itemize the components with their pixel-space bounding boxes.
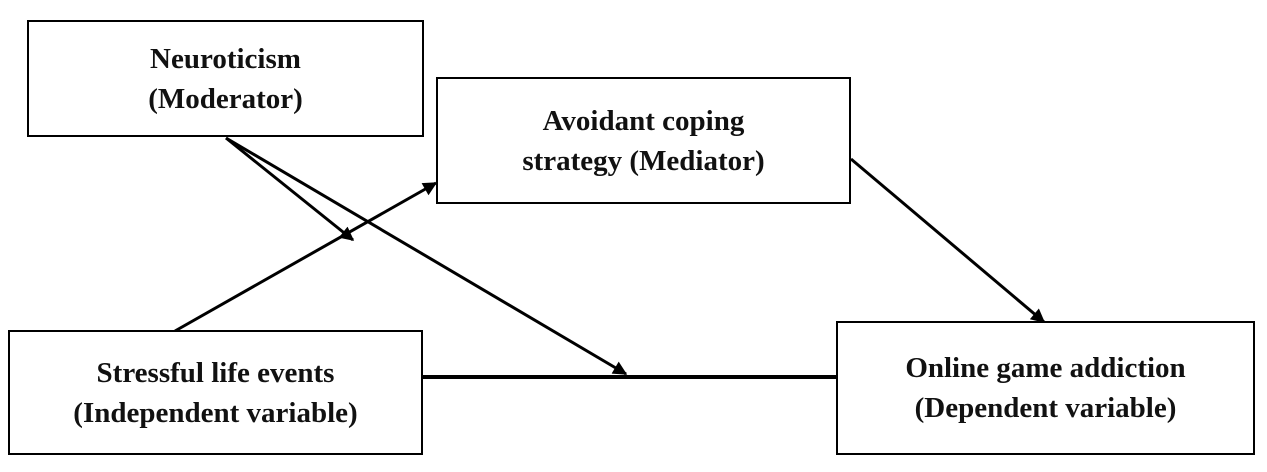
neuroticism-label: Neuroticism <box>150 42 301 75</box>
arrow-avoidant-to-online <box>850 157 1046 324</box>
arrow-neuroticism-to-direct-path <box>225 136 628 376</box>
avoidant-coping-label: Avoidant coping <box>542 104 745 137</box>
independent-variable-label: (Independent variable) <box>73 396 358 429</box>
avoidant-coping-mediator-box: Avoidant coping strategy (Mediator) <box>436 77 851 204</box>
stressful-life-events-box: Stressful life events (Independent varia… <box>8 330 423 455</box>
dependent-variable-label: (Dependent variable) <box>914 392 1177 424</box>
arrow-neuroticism-to-mediator-path <box>225 136 355 242</box>
online-game-addiction-box: Online game addiction (Dependent variabl… <box>836 321 1255 455</box>
online-game-addiction-label: Online game addiction <box>905 352 1186 384</box>
mediator-label: strategy (Mediator) <box>522 144 765 177</box>
stressful-life-events-label: Stressful life events <box>96 356 335 389</box>
neuroticism-moderator-box: Neuroticism (Moderator) <box>27 20 424 137</box>
arrow-stressful-to-avoidant <box>174 181 438 333</box>
moderator-label: (Moderator) <box>148 82 303 115</box>
